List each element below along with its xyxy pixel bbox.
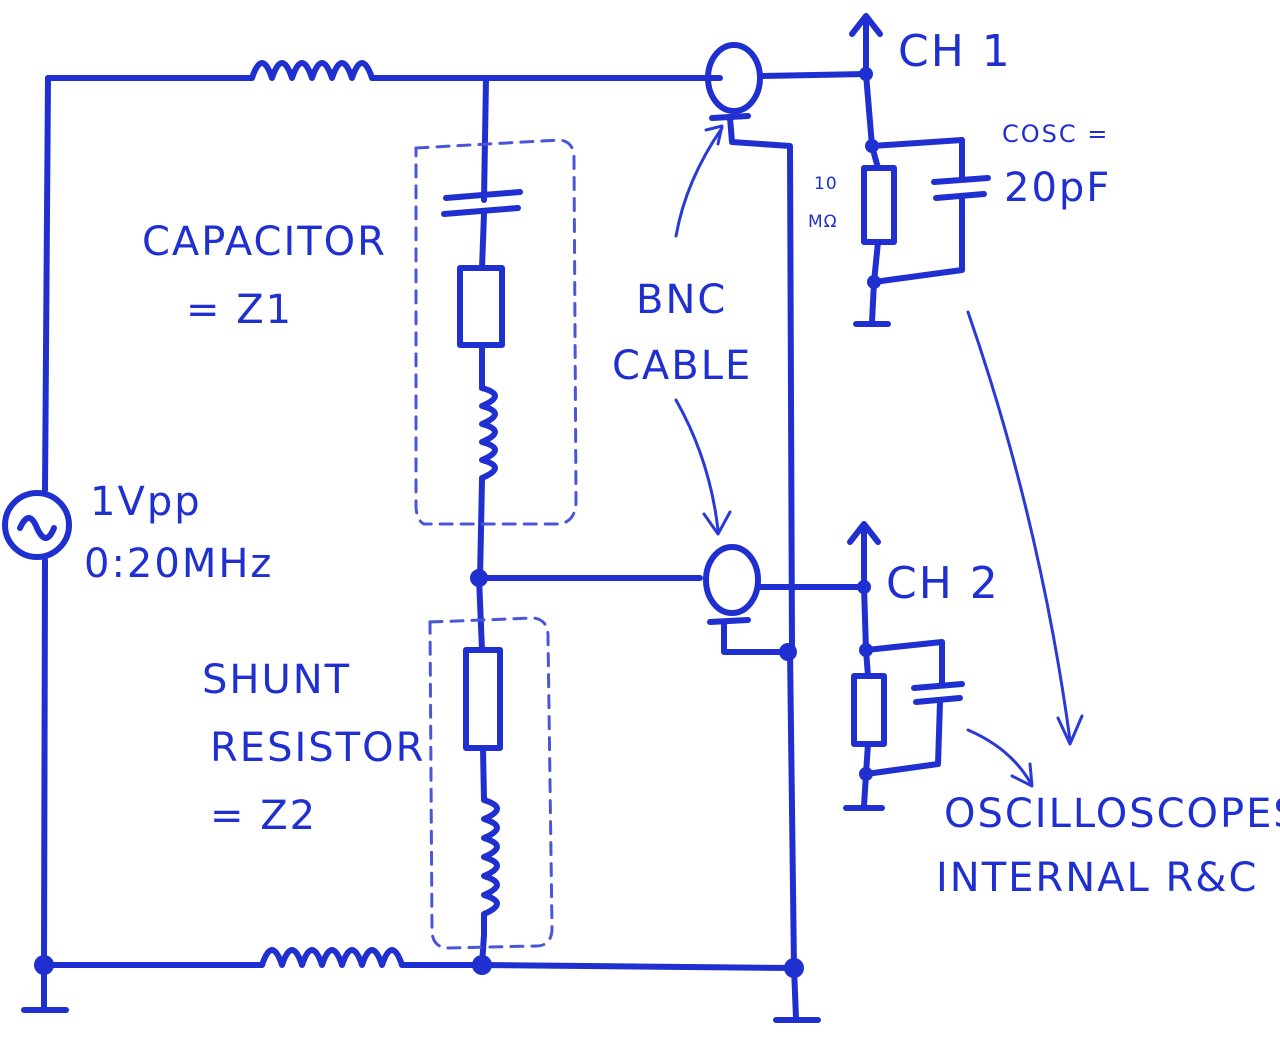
- cosc-label: COSC =: [1002, 120, 1110, 148]
- inductor-bottom: [259, 947, 405, 968]
- bnc1-pointer-arrow: [674, 124, 724, 238]
- capacitor-dashed-box: [414, 138, 578, 526]
- capacitor-esr-resistor: [457, 265, 505, 348]
- bnc2-connector: [703, 544, 761, 616]
- shunt-resistor: [463, 647, 503, 751]
- wire-shield-to-ground: [787, 647, 797, 971]
- ch1-input-capacitor: [931, 175, 991, 201]
- ground-left: [21, 962, 69, 1013]
- wire-bottom-right: [399, 962, 797, 971]
- ch2-rc-bottom-node: [859, 767, 873, 781]
- ch2-input-wire: [861, 584, 869, 653]
- bnc1-shield: [709, 113, 795, 653]
- amplitude-label: 1Vpp: [90, 479, 202, 525]
- internal-rc-label: INTERNAL R&C: [936, 855, 1259, 901]
- frequency-label: 0:20MHz: [84, 541, 274, 587]
- ac-source-symbol: [2, 490, 72, 560]
- resistor-label: RESISTOR: [210, 725, 426, 771]
- shunt-inductor: [481, 797, 500, 938]
- wire-capacitor-branch: [479, 75, 489, 391]
- wire-middle-to-ch2: [476, 575, 867, 590]
- ch2-input-capacitor: [911, 681, 965, 705]
- ch2-label: CH 2: [886, 558, 1000, 609]
- wire-shunt-branch: [476, 575, 487, 968]
- ch1-arrow: [849, 13, 883, 77]
- oscilloscopes-label: OSCILLOSCOPES: [944, 791, 1280, 837]
- shunt-dashed-box: [428, 616, 554, 950]
- bnc1-connector: [705, 42, 763, 114]
- z2-label: = Z2: [210, 793, 318, 839]
- capacitor-label: CAPACITOR: [142, 219, 387, 265]
- bottom-middle-node: [472, 955, 492, 975]
- ch1-rc-bottom-node: [867, 275, 881, 289]
- ch2-arrow: [847, 521, 881, 590]
- osc-pointer-arrow-2: [966, 728, 1034, 788]
- ch2-rc-wires: [861, 639, 945, 809]
- capacitor-esl-inductor: [477, 385, 498, 581]
- ground-right: [773, 965, 821, 1023]
- resistance-value-label: 10: [814, 174, 838, 194]
- inductor-top: [249, 60, 375, 81]
- z1-label: = Z1: [186, 287, 294, 333]
- bnc2-shield: [707, 617, 791, 655]
- ch1-input-wire: [863, 71, 875, 149]
- bnc2-pointer-arrow: [674, 398, 732, 536]
- osc-pointer-arrow-1: [966, 310, 1084, 746]
- bnc-label: BNC: [636, 277, 728, 323]
- cosc-value-label: 20pF: [1004, 165, 1112, 211]
- sine-wave-glyph: [17, 515, 57, 541]
- wire-top-right: [757, 71, 869, 79]
- ch1-input-resistor: [861, 165, 897, 245]
- wire-left-vertical: [41, 75, 51, 968]
- cable-label: CABLE: [612, 343, 753, 389]
- shunt-label: SHUNT: [202, 657, 352, 703]
- ch1-label: CH 1: [898, 26, 1012, 77]
- ch2-input-resistor: [851, 673, 887, 747]
- capacitor-plates: [441, 189, 523, 217]
- resistance-unit-label: MΩ: [808, 212, 838, 232]
